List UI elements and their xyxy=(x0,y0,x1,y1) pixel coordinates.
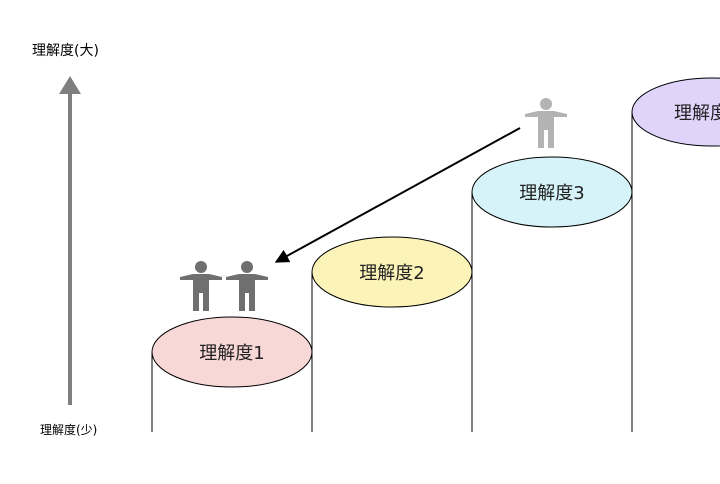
axis-top-label: 理解度(大) xyxy=(32,43,99,59)
understanding-axis-arrow xyxy=(59,76,81,405)
level-label-2: 理解度2 xyxy=(359,263,424,284)
level-label-3: 理解度3 xyxy=(519,183,584,204)
level-label-4: 理解度4 xyxy=(674,103,720,124)
demotion-arrow xyxy=(274,127,521,263)
level-label-1: 理解度1 xyxy=(199,343,264,364)
person-arms-out-icon xyxy=(525,98,567,148)
level-cylinder-4: 理解度4 xyxy=(631,77,720,432)
person-arms-out-icon xyxy=(226,261,268,311)
level-top-2 xyxy=(311,236,473,308)
person-arms-out-icon xyxy=(180,261,222,311)
level-cylinder-3: 理解度3 xyxy=(471,156,633,432)
level-cylinder-1: 理解度1 xyxy=(151,316,313,432)
axis-arrowhead xyxy=(59,76,81,94)
level-top-1 xyxy=(151,316,313,388)
level-top-4 xyxy=(631,77,720,147)
axis-bottom-label: 理解度(少) xyxy=(40,423,98,437)
level-cylinder-2: 理解度2 xyxy=(311,236,473,432)
level-top-3 xyxy=(471,156,633,228)
